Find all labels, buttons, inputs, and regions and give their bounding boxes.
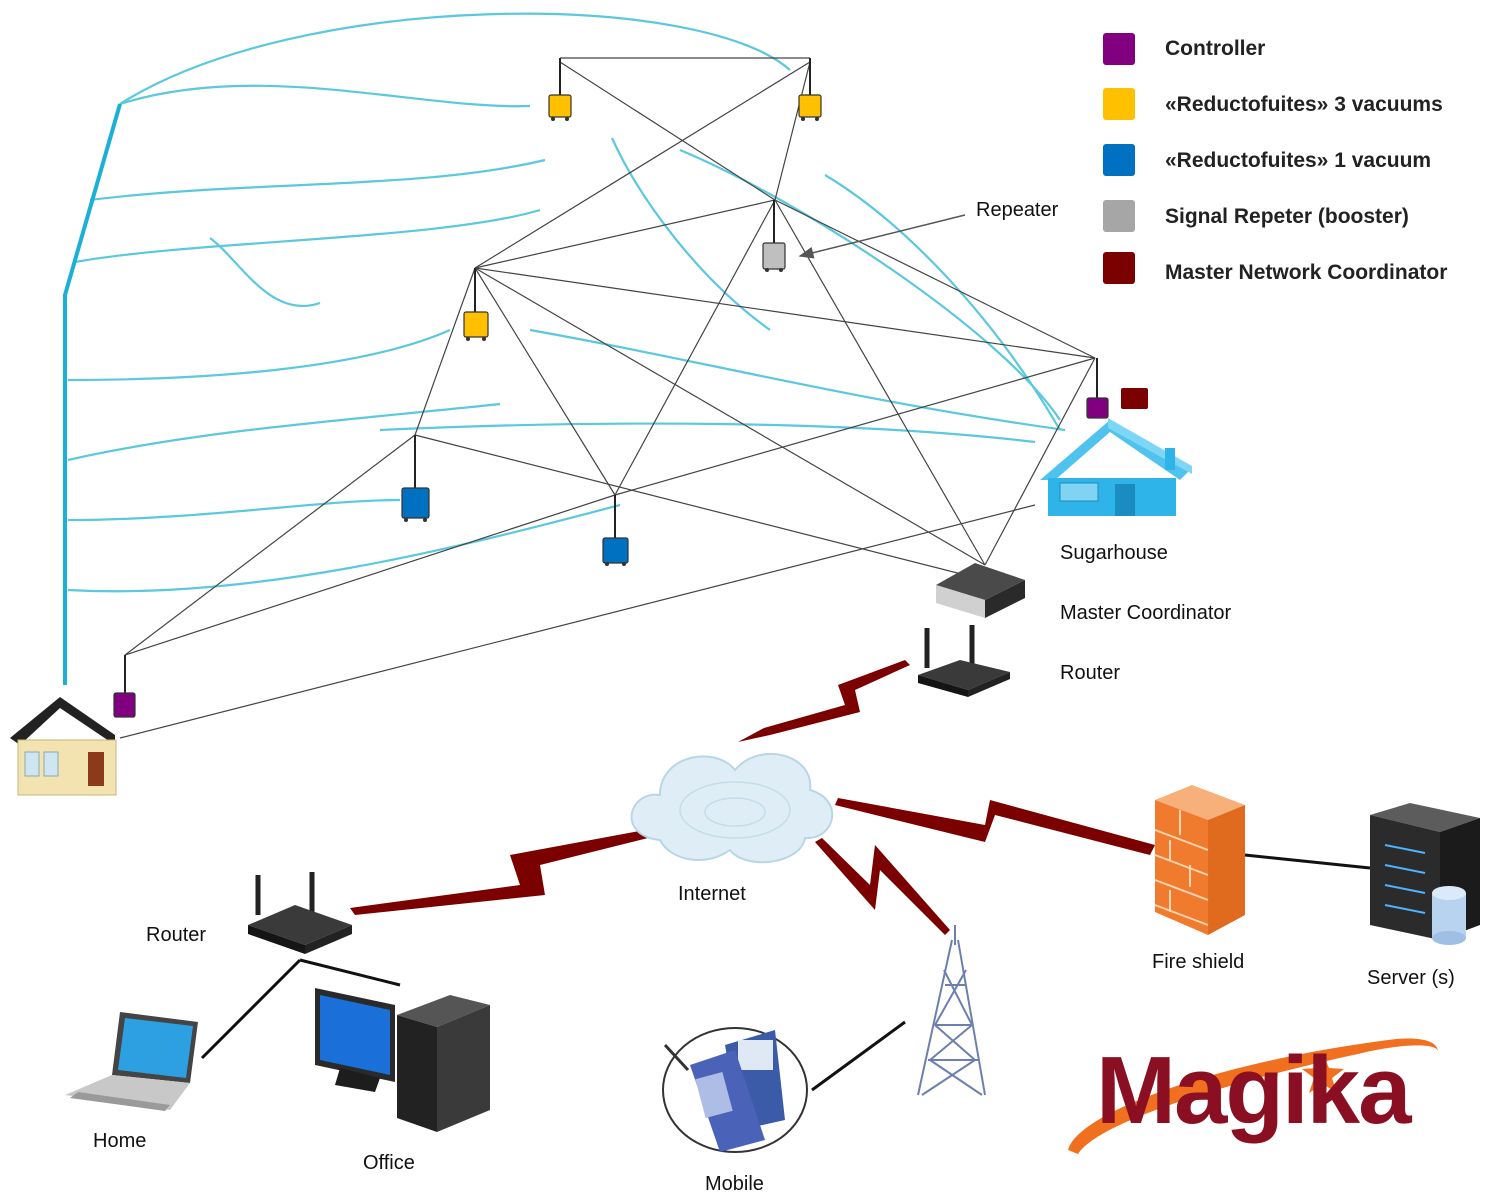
- magika-logo: Magika: [1058, 1032, 1458, 1172]
- node-3vac-2: [798, 58, 822, 121]
- label-sugarhouse: Sugarhouse: [1060, 542, 1168, 564]
- logo-text: Magika: [1096, 1037, 1411, 1144]
- internet-cloud-icon: [630, 753, 834, 864]
- main-line: [63, 103, 122, 685]
- link-router-laptop: [200, 958, 302, 1060]
- router-top-icon: [918, 625, 1010, 697]
- legend-label-repeater: Signal Repeter (booster): [1165, 205, 1409, 228]
- node-controller-sugarhouse: [1086, 358, 1148, 419]
- label-servers: Server (s): [1367, 967, 1455, 989]
- mobile-devices-icon: [662, 1027, 808, 1153]
- legend-label-master-coordinator: Master Network Coordinator: [1165, 261, 1448, 284]
- legend-item-repeater: Signal Repeter (booster): [1103, 200, 1409, 232]
- legend-swatch-1-vacuum: [1103, 144, 1135, 176]
- logo-swoosh-icon: [1068, 1038, 1438, 1154]
- wireless-links: [350, 660, 1155, 935]
- legend-label-3-vacuums: «Reductofuites» 3 vacuums: [1165, 93, 1443, 116]
- legend-item-controller: Controller: [1103, 33, 1265, 65]
- legend-item-3-vacuums: «Reductofuites» 3 vacuums: [1103, 88, 1443, 120]
- link-router-desktop: [299, 958, 401, 987]
- cell-tower-icon: [917, 925, 986, 1096]
- node-3vac-3: [463, 268, 489, 341]
- node-controller-field: [113, 655, 136, 718]
- firewall-icon: [1154, 785, 1245, 935]
- node-3vac-1: [548, 58, 572, 121]
- link-tower-mobile: [811, 1020, 906, 1092]
- label-repeater: Repeater: [976, 199, 1059, 221]
- label-master-coordinator: Master Coordinator: [1060, 602, 1232, 624]
- label-home: Home: [93, 1130, 147, 1152]
- link-firewall-server: [1244, 853, 1371, 870]
- router-bottom-icon: [248, 872, 352, 954]
- sugarhouse-icon: [1040, 418, 1192, 516]
- master-coordinator-icon: [936, 563, 1025, 618]
- legend-swatch-3-vacuums: [1103, 88, 1135, 120]
- mesh-links: [119, 57, 1096, 739]
- label-internet: Internet: [678, 883, 746, 905]
- legend-label-controller: Controller: [1165, 37, 1266, 60]
- laptop-icon: [65, 1012, 198, 1111]
- legend-swatch-repeater: [1103, 200, 1135, 232]
- node-1vac-2: [602, 495, 629, 566]
- node-1vac-1: [401, 435, 430, 522]
- label-fire-shield: Fire shield: [1152, 951, 1245, 973]
- label-office: Office: [363, 1152, 415, 1174]
- label-router-bottom: Router: [146, 924, 207, 946]
- repeater-arrow: [798, 214, 966, 259]
- farmhouse-icon: [10, 697, 117, 796]
- legend-swatch-master-coordinator: [1103, 252, 1135, 284]
- node-repeater: [762, 200, 786, 272]
- label-mobile: Mobile: [705, 1173, 764, 1195]
- legend-item-1-vacuum: «Reductofuites» 1 vacuum: [1103, 144, 1431, 176]
- tubing-lines: [67, 12, 1066, 593]
- label-router-top: Router: [1060, 662, 1121, 684]
- legend-label-1-vacuum: «Reductofuites» 1 vacuum: [1165, 149, 1432, 172]
- legend-item-master-coordinator: Master Network Coordinator: [1103, 252, 1447, 284]
- desktop-computer-icon: [315, 988, 490, 1132]
- server-icon: [1370, 803, 1480, 945]
- legend-swatch-controller: [1103, 33, 1135, 65]
